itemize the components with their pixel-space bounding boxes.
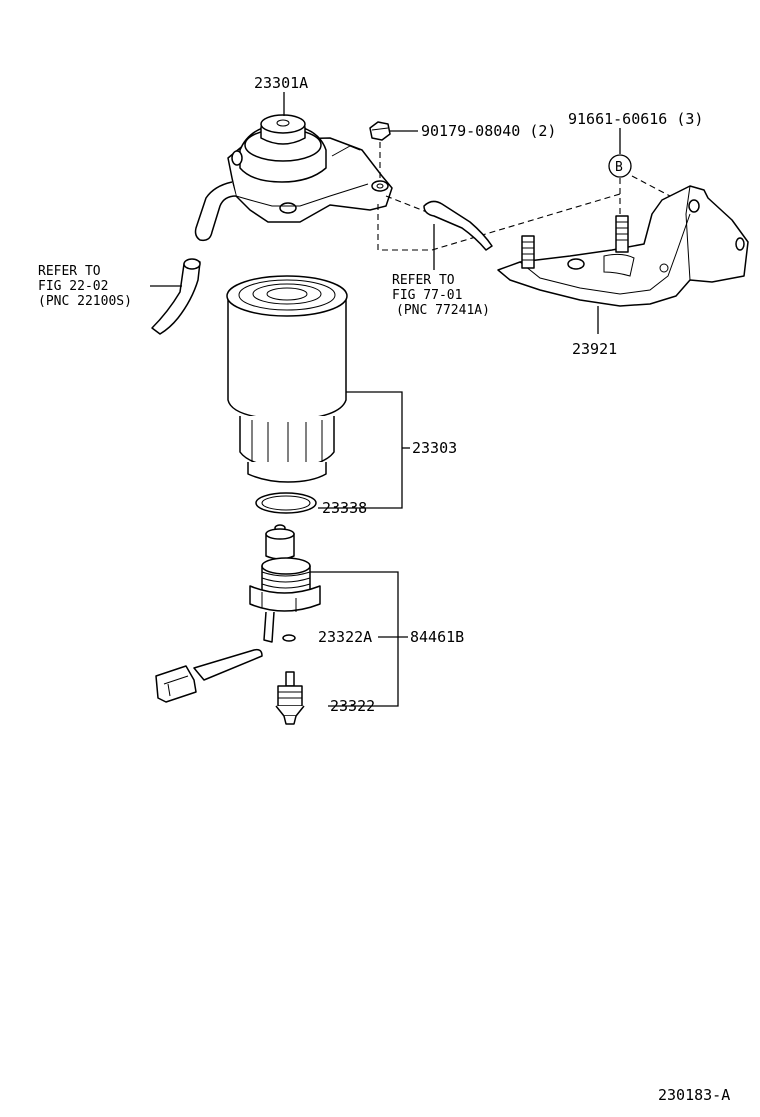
label-sensor-assy: 84461B bbox=[410, 628, 464, 646]
label-23301a: 23301A bbox=[254, 74, 308, 92]
ref-right-line3: (PNC 77241A) bbox=[396, 303, 490, 318]
label-element: 23303 bbox=[412, 439, 457, 457]
o-ring bbox=[255, 492, 317, 514]
ref-left-line3: (PNC 22100S) bbox=[38, 294, 132, 309]
sensor-o-ring bbox=[282, 634, 296, 642]
label-sensor-oring: 23322A bbox=[318, 628, 372, 646]
ref-right-line2: FIG 77-01 bbox=[392, 288, 462, 303]
nut bbox=[369, 121, 391, 141]
label-oring: 23338 bbox=[322, 499, 367, 517]
label-sensor: 23322 bbox=[330, 697, 375, 715]
label-nut: 90179-08040 (2) bbox=[421, 122, 556, 140]
hose-left bbox=[151, 258, 201, 335]
label-bracket: 23921 bbox=[572, 340, 617, 358]
label-stud: 91661-60616 (3) bbox=[568, 110, 703, 128]
filter-element bbox=[226, 275, 348, 483]
svg-text:B: B bbox=[615, 160, 623, 175]
bracket bbox=[497, 185, 749, 307]
sensor bbox=[275, 671, 305, 725]
float-sensor bbox=[155, 524, 321, 703]
ref-left-line2: FIG 22-02 bbox=[38, 279, 108, 294]
filter-housing bbox=[194, 114, 393, 242]
ref-left-line1: REFER TO bbox=[38, 264, 101, 279]
hose-right bbox=[423, 200, 493, 251]
callout-b: B bbox=[608, 154, 632, 178]
ref-right-line1: REFER TO bbox=[392, 273, 455, 288]
figure-number: 230183-A bbox=[658, 1086, 730, 1104]
